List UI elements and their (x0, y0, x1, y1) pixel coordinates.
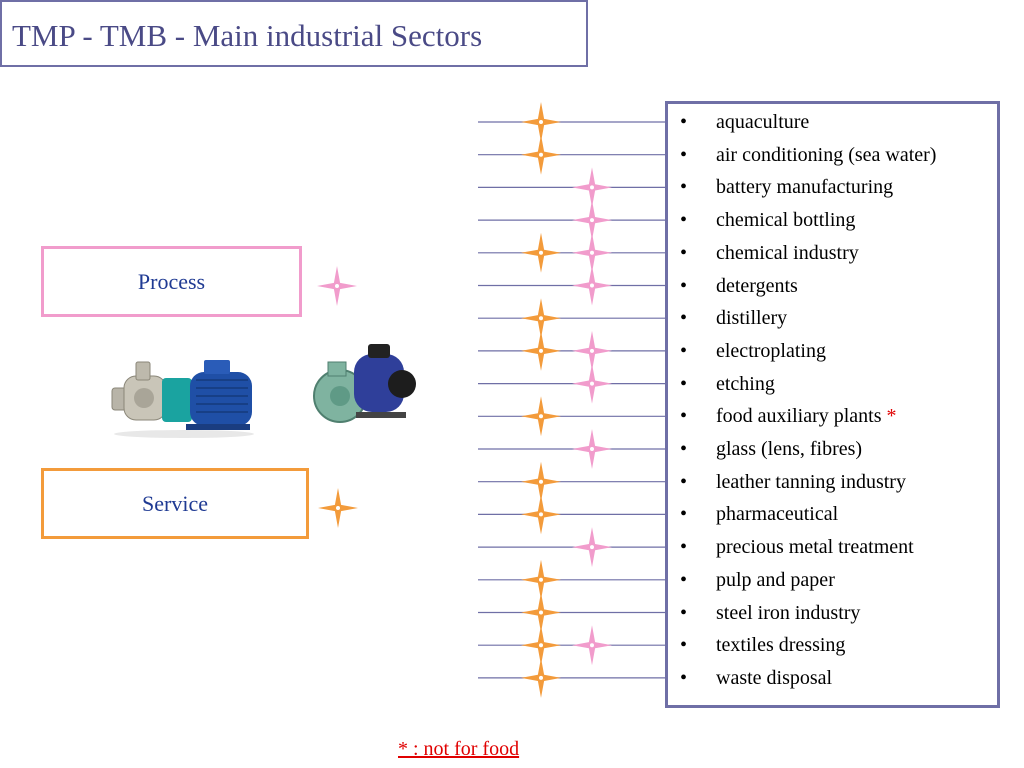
sector-item: • detergents (680, 274, 798, 298)
service-star-icon-center (539, 643, 543, 648)
service-label: Service (142, 490, 208, 516)
bullet: • (680, 666, 688, 689)
service-star-icon-center (539, 610, 543, 615)
process-star-icon-center (590, 218, 594, 223)
bullet: • (680, 111, 688, 133)
sector-item: • precious metal treatment (680, 535, 914, 559)
sector-item: • chemical industry (680, 241, 859, 265)
footnote: * : not for food (398, 738, 520, 760)
service-star-icon-center (539, 675, 543, 680)
bullet: • (680, 470, 688, 493)
not-for-food-asterisk: * (886, 405, 897, 428)
process-star-icon-center (590, 381, 594, 386)
bullet: • (680, 274, 688, 297)
sector-label: pulp and paper (716, 568, 835, 591)
service-star-icon-center (539, 479, 543, 484)
sector-item: • etching (680, 372, 775, 396)
title-box: TMP - TMB - Main industrial Sectors (0, 0, 588, 67)
sector-label: pharmaceutical (716, 503, 839, 526)
sector-label: leather tanning industry (716, 470, 906, 493)
process-star-icon-center (590, 283, 594, 288)
sector-label: electroplating (716, 339, 826, 362)
sector-label: detergents (716, 274, 798, 297)
service-legend-star-icon-center (336, 506, 340, 510)
sectors-list: • aquaculture • air conditioning (sea water… (665, 101, 1000, 708)
bullet: • (680, 241, 688, 264)
pump-image-plastic (313, 344, 416, 423)
sector-item: • leather tanning industry (680, 470, 906, 494)
service-star-icon-center (539, 577, 543, 582)
service-star-icon-center (539, 120, 543, 124)
sector-item: • food auxiliary plants * (680, 404, 897, 428)
bullet: • (680, 601, 688, 624)
sector-item: • pharmaceutical (680, 502, 838, 526)
service-star-icon-center (539, 316, 543, 321)
bullet: • (680, 339, 688, 362)
sector-item: • electroplating (680, 339, 826, 363)
sector-label: glass (lens, fibres) (716, 438, 863, 460)
sector-label: chemical industry (716, 241, 859, 264)
service-star-icon-center (539, 348, 543, 353)
sector-item: • air conditioning (sea water) (680, 143, 936, 167)
bullet: • (680, 503, 688, 526)
sector-label: air conditioning (sea water) (716, 143, 937, 166)
service-star-icon-center (539, 250, 543, 255)
sector-label: precious metal treatment (716, 536, 914, 559)
bullet: • (680, 438, 688, 460)
process-star-icon-center (590, 447, 594, 451)
sector-item: • chemical bottling (680, 208, 855, 232)
sector-item: • steel iron industry (680, 601, 860, 625)
bullet: • (680, 176, 688, 199)
service-legend-box: Service (41, 468, 309, 539)
sector-label: food auxiliary plants (716, 405, 882, 428)
bullet: • (680, 143, 688, 166)
sector-item: • waste disposal (680, 666, 832, 690)
sector-item: • glass (lens, fibres) (680, 437, 862, 461)
process-star-icon-center (590, 185, 594, 190)
bullet: • (680, 634, 688, 657)
sector-label: distillery (716, 307, 788, 330)
sector-item: • distillery (680, 306, 787, 330)
process-legend-star-icon-center (335, 284, 339, 288)
page-title: TMP - TMB - Main industrial Sectors (12, 18, 483, 53)
service-star-icon-center (539, 414, 543, 419)
service-star-icon-center (539, 152, 543, 157)
sector-item: • aquaculture (680, 110, 809, 134)
sector-item: • pulp and paper (680, 568, 835, 592)
process-legend-box: Process (41, 246, 302, 317)
process-star-icon-center (590, 545, 594, 550)
service-star-icon-center (539, 512, 543, 517)
bullet: • (680, 536, 688, 559)
process-star-icon-center (590, 250, 594, 255)
process-star-icon-center (590, 348, 594, 353)
bullet: • (680, 568, 688, 591)
process-label: Process (137, 268, 206, 294)
sector-label: aquaculture (716, 111, 810, 133)
sector-item: • battery manufacturing (680, 175, 893, 199)
bullet: • (680, 307, 688, 330)
process-star-icon-center (590, 643, 594, 648)
sector-label: chemical bottling (716, 209, 856, 232)
sector-item: • textiles dressing (680, 633, 845, 657)
pump-image-steel (111, 360, 254, 438)
sector-label: steel iron industry (716, 601, 861, 624)
bullet: • (680, 372, 688, 395)
sector-label: battery manufacturing (716, 176, 894, 199)
bullet: • (680, 405, 688, 428)
sector-label: textiles dressing (716, 634, 846, 657)
sector-label: waste disposal (716, 666, 833, 689)
sector-label: etching (716, 372, 775, 395)
bullet: • (680, 209, 688, 232)
